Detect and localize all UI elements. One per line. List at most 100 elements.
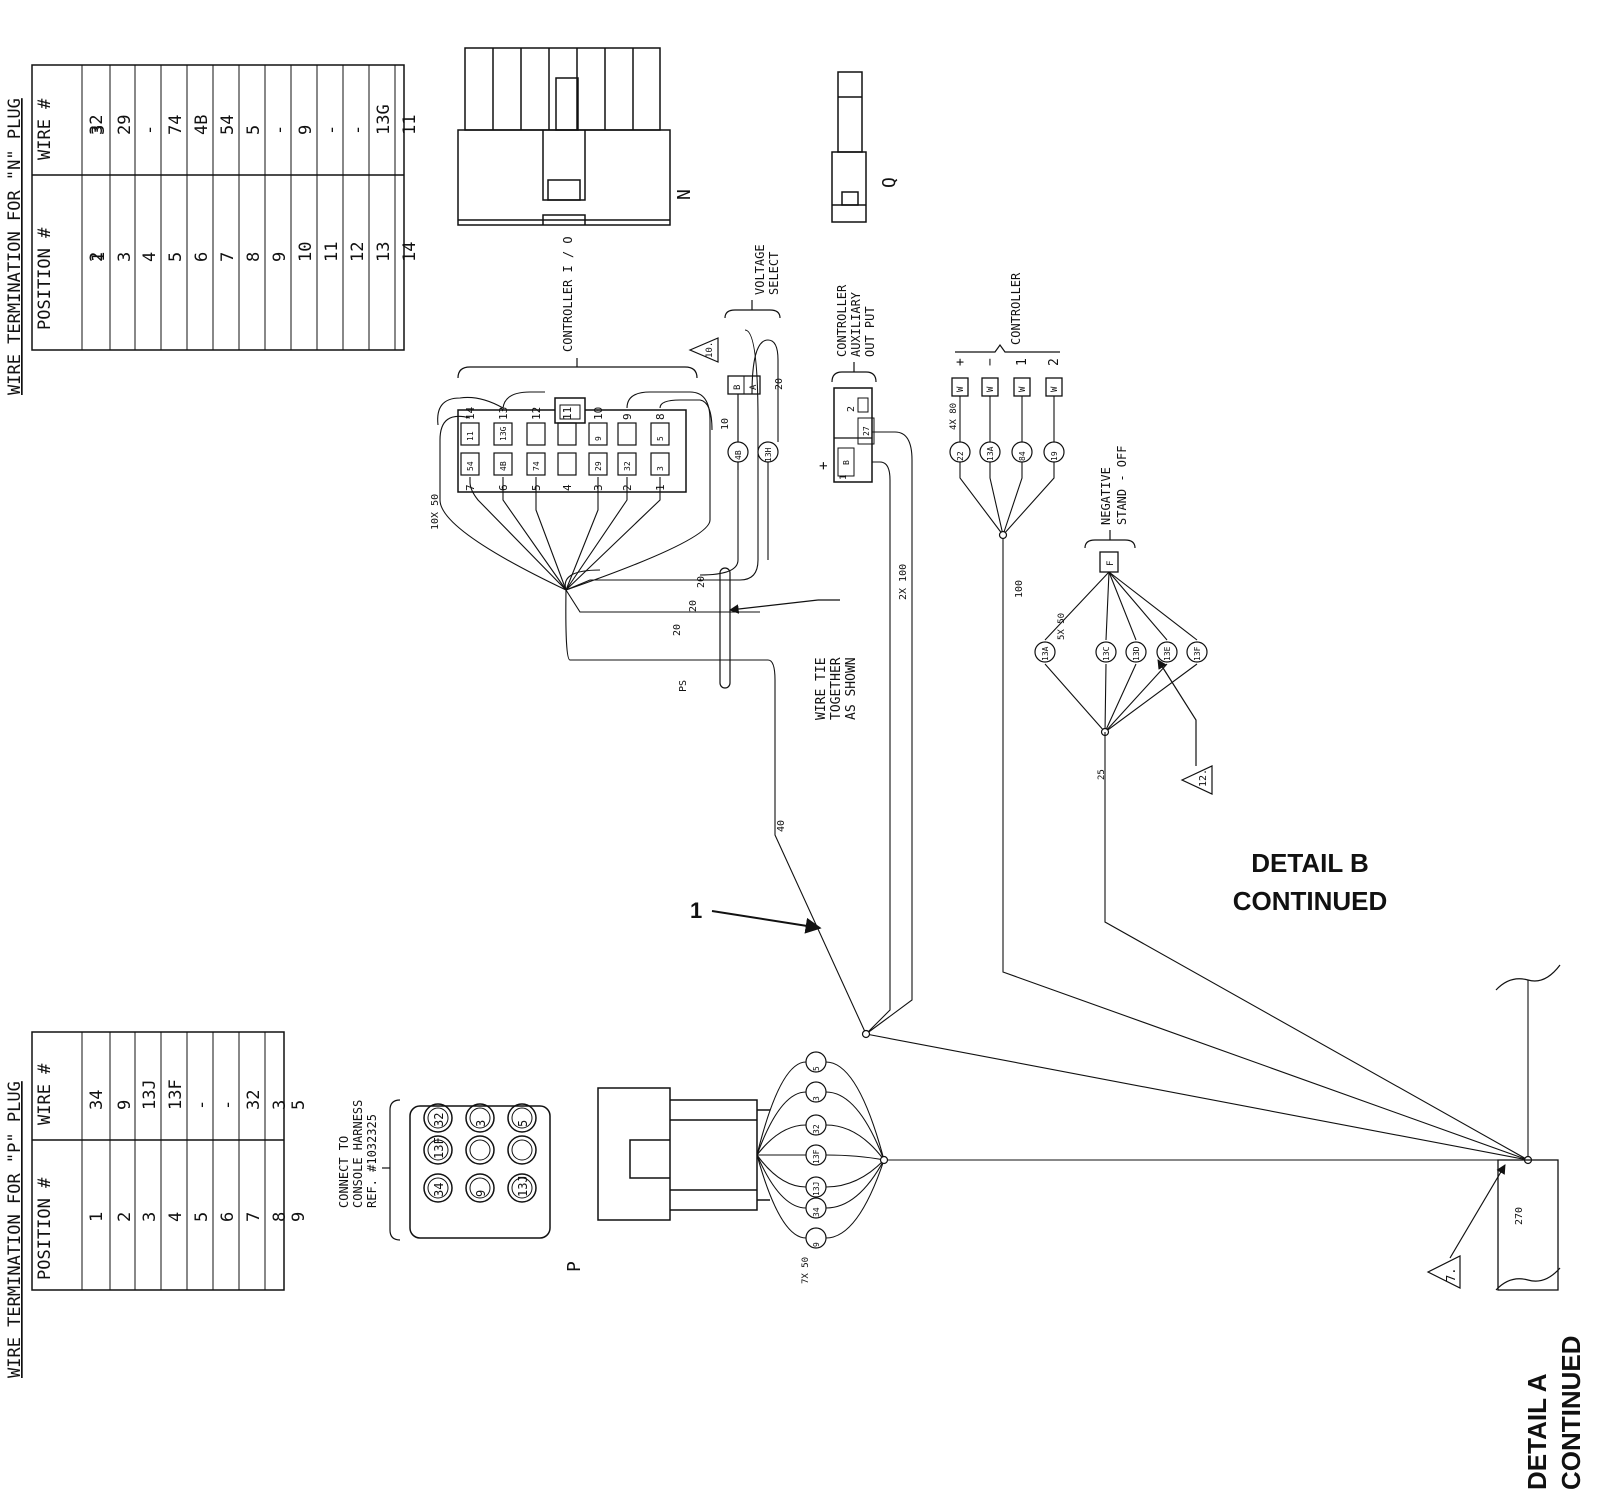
n-table-position-cell: 8 <box>244 252 264 262</box>
console-pin <box>507 1135 537 1165</box>
controller-pin-letter: W <box>956 386 966 392</box>
console-pin-inner <box>469 1139 491 1161</box>
io-bottom-cavity <box>526 452 546 476</box>
io-top-cavity <box>493 422 513 446</box>
p-table-position-cell: 7 <box>244 1212 264 1222</box>
controller-pin-letter: W <box>1050 386 1060 392</box>
p-fan-wire-label: 9 <box>812 1242 821 1247</box>
n-table-wire-cell: 4B <box>192 115 212 135</box>
n-table-rows: 132323294-57464B754859-10911-12-1313G141… <box>87 104 420 262</box>
aux-num-2: 2 <box>846 406 857 412</box>
controller-pin-letter: W <box>1018 386 1028 392</box>
console-label-1: CONNECT TO <box>337 1136 351 1208</box>
splice-node-p <box>879 1155 889 1165</box>
io-bottom-wire-label: 74 <box>532 461 541 471</box>
controller-wire-label: 22 <box>956 451 965 461</box>
p-fan-wire-marker <box>805 1114 827 1136</box>
dim-5x50: 5X 50 <box>1057 613 1067 640</box>
console-pin-label: 13J <box>516 1175 530 1197</box>
n-table-position-cell: 9 <box>270 252 290 262</box>
io-bottom-cavity <box>557 452 577 476</box>
io-top-cavity <box>526 422 546 446</box>
dim-20d: 20 <box>774 378 785 390</box>
console-pin-inner <box>427 1177 449 1199</box>
negative-wire-marker <box>1095 641 1117 663</box>
note-triangle-7: 7. <box>1426 1164 1506 1289</box>
controller-wire <box>989 396 1004 536</box>
n-table-wire-cell: 11 <box>400 115 420 135</box>
console-pin <box>465 1135 495 1165</box>
console-pin-label: 32 <box>432 1113 446 1127</box>
io-bottom-cavity <box>650 452 670 476</box>
console-pin-inner <box>427 1107 449 1129</box>
aux-label-2: AUXILIARY <box>849 291 863 357</box>
n-table-position-cell: 10 <box>296 242 316 262</box>
p-fan-wire <box>756 1124 885 1161</box>
voltage-select-label-2: SELECT <box>767 252 781 295</box>
p-fan-wire-label: 13J <box>812 1182 821 1196</box>
n-table-wire-cell: - <box>270 125 290 135</box>
main-trunk-lines <box>865 538 1529 1161</box>
controller-pin-sign: − <box>983 358 998 366</box>
controller-wire <box>959 396 1004 536</box>
n-plug-table: WIRE TERMINATION FOR "N" PLUG POSITION #… <box>5 64 420 395</box>
io-bottom-cavity <box>588 452 608 476</box>
n-table-wire-cell: 32 <box>87 115 107 135</box>
io-wire-bundle <box>437 329 867 1035</box>
p-table-position-cell: 9 <box>289 1212 309 1222</box>
p-plug-letter: P <box>564 1261 585 1272</box>
console-pin-inner <box>511 1107 533 1129</box>
console-pin-inner <box>469 1177 491 1199</box>
p-header-position: POSITION # <box>35 1177 55 1280</box>
callout-1: 1 <box>690 898 702 923</box>
io-top-cavity-number: 14 <box>464 406 477 420</box>
console-pin <box>423 1103 453 1133</box>
p-table-wire-cell: - <box>192 1100 212 1110</box>
io-top-wire-label: 13G <box>499 426 508 441</box>
io-top-cavity-number: 13 <box>497 407 510 420</box>
note-12-text: 12. <box>1198 769 1209 787</box>
p-fan-wire-label: 13F <box>812 1149 821 1164</box>
detail-a-continued: CONTINUED <box>1556 1335 1586 1490</box>
io-top-cavity-number: 11 <box>561 407 574 420</box>
p-header-wire: WIRE # <box>35 1063 55 1125</box>
io-bottom-cavity-number: 4 <box>561 484 574 491</box>
n-table-position-cell: 14 <box>400 242 420 262</box>
console-pin-label: 13F <box>432 1137 446 1159</box>
dim-40: 40 <box>776 820 787 832</box>
io-top-cavity <box>588 422 608 446</box>
aux-wire-b: B <box>842 460 851 465</box>
neg-label-1: NEGATIVE <box>1099 467 1113 525</box>
p-table-wire-cell: - <box>218 1100 238 1110</box>
p-table-wire-cell: 34 <box>87 1090 107 1110</box>
wire-tie-line-1: WIRE TIE <box>814 657 829 720</box>
console-label-3: REF. #1032325 <box>365 1114 379 1208</box>
controller-pin-letter: W <box>986 386 996 392</box>
controller-io-label: CONTROLLER I / O <box>561 236 575 352</box>
p-table-wire-cell: 5 <box>289 1100 309 1110</box>
wire-tie <box>719 567 731 689</box>
n-table-position-cell: 13 <box>374 242 394 262</box>
n-table-wire-cell: 13G <box>374 104 394 135</box>
dim-2x100: 2X 100 <box>898 564 909 600</box>
p-table-position-cell: 8 <box>270 1212 290 1222</box>
n-table-title: WIRE TERMINATION FOR "N" PLUG <box>5 98 25 395</box>
io-bottom-wire-label: 54 <box>466 461 475 471</box>
q-plug-drawing <box>831 71 867 223</box>
p-fan-wire-label: 5 <box>812 1066 821 1071</box>
io-top-wire-label: 9 <box>594 436 603 441</box>
p-table-position-cell: 6 <box>218 1212 238 1222</box>
dim-10x50: 10X 50 <box>430 494 441 530</box>
negative-wire-marker <box>1156 641 1178 663</box>
dim-7x50: 7X 50 <box>801 1257 811 1284</box>
p-table-position-cell: 4 <box>166 1212 186 1222</box>
dim-10: 10 <box>720 418 731 430</box>
negative-standoff-wire <box>1104 571 1198 733</box>
p-table-position-cell: 1 <box>87 1212 107 1222</box>
n-header-wire: WIRE # <box>35 98 55 160</box>
negative-wire-marker <box>1034 641 1056 663</box>
dim-25: 25 <box>1097 769 1107 780</box>
n-table-wire-cell: 54 <box>218 115 238 135</box>
